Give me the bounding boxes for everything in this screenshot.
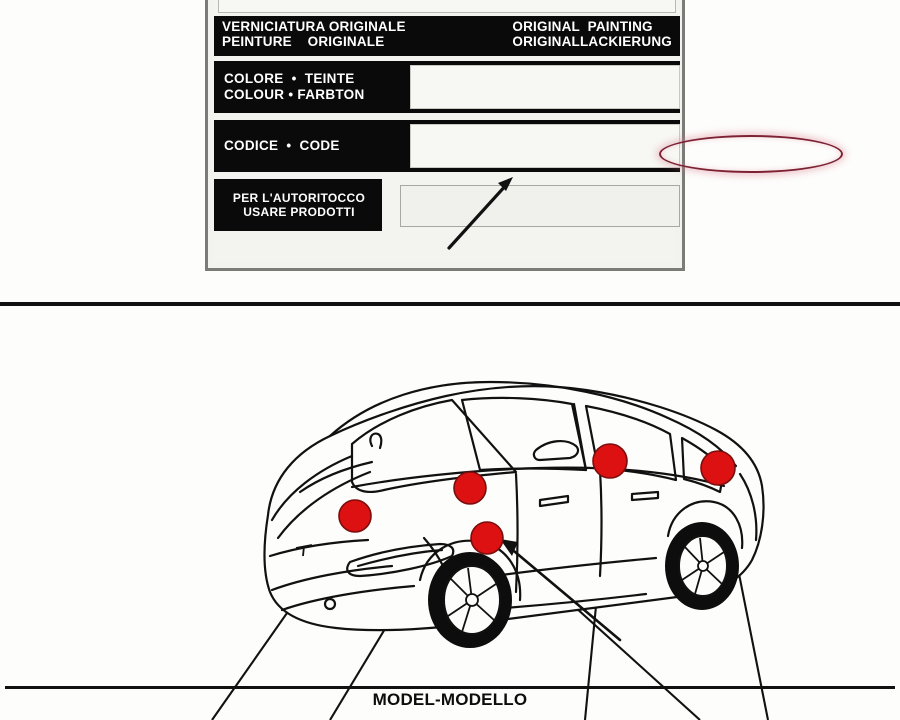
label-row-codice: CODICE • CODE xyxy=(214,120,843,173)
car-rear-door-handle xyxy=(630,490,660,502)
car-diagram-svg xyxy=(211,380,770,720)
car-rear-wheel-arch xyxy=(666,500,744,550)
marker-windshield xyxy=(453,471,487,505)
label-top-blank-field xyxy=(218,0,676,13)
label-key-autoritocco: PER L'AUTORITOCCO USARE PRODOTTI xyxy=(214,179,382,231)
car-headlight xyxy=(346,542,455,578)
label-heading-band: VERNICIATURA ORIGINALE PEINTURE ORIGINAL… xyxy=(214,16,680,56)
marker-b-pillar xyxy=(592,443,628,479)
car-lower-air-dam xyxy=(280,584,416,612)
wheels-group xyxy=(428,522,739,648)
door-jamb-pointer-arrow xyxy=(500,539,622,642)
model-footer-label: MODEL-MODELLO xyxy=(372,690,528,709)
car-beltline xyxy=(350,466,726,489)
car-front-door-shutline xyxy=(514,472,519,594)
car-hood-contour xyxy=(270,454,354,522)
paint-label-panel: VERNICIATURA ORIGINALE PEINTURE ORIGINAL… xyxy=(0,0,900,300)
car-quarter-glass xyxy=(680,436,726,494)
key-colore-teinte: COLORE • TEINTE xyxy=(224,70,355,86)
car-rear-door-shutline xyxy=(598,468,603,578)
paint-label-inner: VERNICIATURA ORIGINALE PEINTURE ORIGINAL… xyxy=(214,0,843,262)
car-antenna-fin xyxy=(369,432,383,450)
car-bumper-lower xyxy=(270,564,394,592)
tesla-emblem-icon xyxy=(295,544,313,557)
code-highlight-ellipse xyxy=(659,135,843,173)
car-diagram-panel xyxy=(0,306,900,720)
heading-line-peinture: PEINTURE ORIGINALE xyxy=(222,33,385,49)
car-silhouette xyxy=(263,385,765,632)
label-value-colore[interactable] xyxy=(410,65,680,109)
label-row-colore: COLORE • TEINTE COLOUR • FARBTON xyxy=(214,61,680,113)
heading-line-original-painting: ORIGINAL PAINTING xyxy=(512,19,653,34)
paint-label-plate: VERNICIATURA ORIGINALE PEINTURE ORIGINAL… xyxy=(205,0,843,271)
panel-divider xyxy=(0,302,900,306)
car-side-mirror xyxy=(532,440,580,462)
label-value-codice[interactable] xyxy=(410,124,843,173)
car-bumper-upper xyxy=(268,538,370,558)
car-b-pillar xyxy=(572,402,588,472)
key-usare-prodotti: USARE PRODOTTI xyxy=(243,205,355,219)
heading-line-verniciatura: VERNICIATURA ORIGINALE xyxy=(222,19,406,34)
rear-hub xyxy=(697,560,709,572)
label-value-autoritocco[interactable] xyxy=(400,185,680,227)
marker-door-jamb xyxy=(470,521,504,555)
model-footer-strip xyxy=(5,686,895,720)
heading-line-originallackierung: ORIGINALLACKIERUNG xyxy=(512,33,672,49)
marker-hood xyxy=(338,499,372,533)
car-cowl-line xyxy=(298,460,374,494)
key-per-lautoritocco: PER L'AUTORITOCCO xyxy=(232,190,366,205)
car-front-sensor xyxy=(323,597,337,611)
marker-rear-fender xyxy=(700,450,736,486)
car-roofline xyxy=(328,380,738,468)
key-colour-farbton: COLOUR • FARBTON xyxy=(224,87,365,102)
label-row-autoritocco: PER L'AUTORITOCCO USARE PRODOTTI xyxy=(214,179,680,231)
heading-english-german: ORIGINAL PAINTING ORIGINALLACKIERUNG xyxy=(512,19,672,49)
paint-code-markers-group xyxy=(338,443,736,555)
car-front-door-handle xyxy=(538,494,570,508)
car-rear-edge xyxy=(738,472,758,542)
front-hub xyxy=(465,593,479,607)
key-codice-code: CODICE • CODE xyxy=(224,137,340,153)
car-hood-crease xyxy=(276,470,372,540)
heading-italian-french: VERNICIATURA ORIGINALE PEINTURE ORIGINAL… xyxy=(222,19,406,49)
